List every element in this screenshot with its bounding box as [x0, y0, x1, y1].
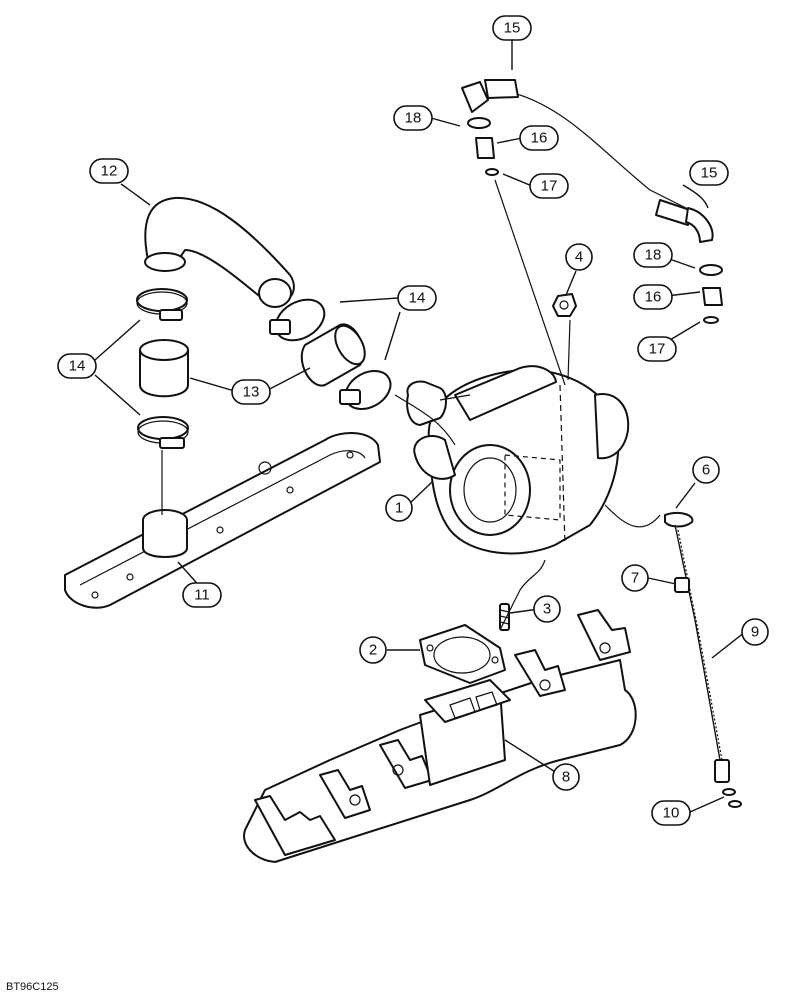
- callout-9: 9: [741, 618, 769, 646]
- hose-clamp-lower-right: [339, 370, 392, 410]
- oil-supply-line: [461, 79, 714, 243]
- callout-17-upper: 17: [529, 173, 569, 199]
- callout-14-left: 14: [57, 353, 97, 379]
- reference-code: BT96C125: [6, 981, 59, 993]
- assembly-lines: [161, 179, 661, 631]
- callout-16-lower-label: 16: [645, 289, 662, 306]
- hose-clamp-upper-right: [269, 298, 326, 342]
- turbocharger: [406, 365, 630, 555]
- callout-2: 2: [359, 636, 387, 664]
- callout-2-label: 2: [369, 642, 377, 659]
- callout-11: 11: [182, 582, 222, 608]
- hose-clamp-upper-left: [136, 288, 188, 321]
- callout-1: 1: [385, 494, 413, 522]
- oil-drain-tube: [664, 512, 742, 808]
- callout-12-label: 12: [101, 163, 118, 180]
- callout-6-label: 6: [702, 462, 710, 479]
- callout-1-label: 1: [395, 500, 403, 517]
- callout-12: 12: [89, 158, 129, 184]
- callout-3-label: 3: [543, 601, 551, 618]
- callout-15-right: 15: [689, 160, 729, 186]
- hose-sleeve-right: [300, 323, 366, 387]
- oil-fitting-upper: [467, 117, 499, 176]
- callout-14-right-label: 14: [409, 290, 426, 307]
- callout-18-lower-label: 18: [645, 247, 662, 264]
- callout-17-lower-label: 17: [649, 341, 666, 358]
- inlet-elbow-tube: [144, 196, 295, 308]
- callout-13: 13: [231, 379, 271, 405]
- hose-sleeve-left: [139, 339, 189, 398]
- hose-clamp-lower-left: [137, 416, 189, 449]
- callout-3: 3: [533, 595, 561, 623]
- callout-17-lower: 17: [637, 336, 677, 362]
- callout-7-label: 7: [631, 570, 639, 587]
- callout-18-upper: 18: [393, 105, 433, 131]
- callout-17-upper-label: 17: [541, 178, 558, 195]
- callout-9-label: 9: [751, 624, 759, 641]
- manifold-gasket: [419, 624, 506, 684]
- callout-4-label: 4: [575, 249, 583, 266]
- callout-leaders: [94, 39, 746, 813]
- callout-11-label: 11: [194, 587, 210, 604]
- exhaust-manifold: [243, 609, 637, 863]
- lock-nut: [552, 293, 577, 317]
- callout-13-label: 13: [243, 384, 260, 401]
- callout-7: 7: [621, 564, 649, 592]
- callout-16-upper: 16: [519, 125, 559, 151]
- callout-4: 4: [565, 243, 593, 271]
- callout-6: 6: [692, 456, 720, 484]
- callout-16-lower: 16: [633, 284, 673, 310]
- callout-8-label: 8: [562, 769, 570, 786]
- callout-18-upper-label: 18: [405, 110, 422, 127]
- stud: [499, 603, 510, 631]
- callout-15-top-label: 15: [504, 20, 521, 37]
- callout-10: 10: [651, 800, 691, 826]
- callout-16-upper-label: 16: [531, 130, 548, 147]
- intake-cover-plate: [64, 432, 381, 609]
- callout-8: 8: [552, 763, 580, 791]
- callout-14-left-label: 14: [69, 358, 86, 375]
- callout-10-label: 10: [663, 805, 680, 822]
- callout-14-right: 14: [397, 285, 437, 311]
- callout-15-right-label: 15: [701, 165, 718, 182]
- oil-fitting-lower: [699, 264, 723, 324]
- callout-18-lower: 18: [633, 242, 673, 268]
- callout-15-top: 15: [492, 15, 532, 41]
